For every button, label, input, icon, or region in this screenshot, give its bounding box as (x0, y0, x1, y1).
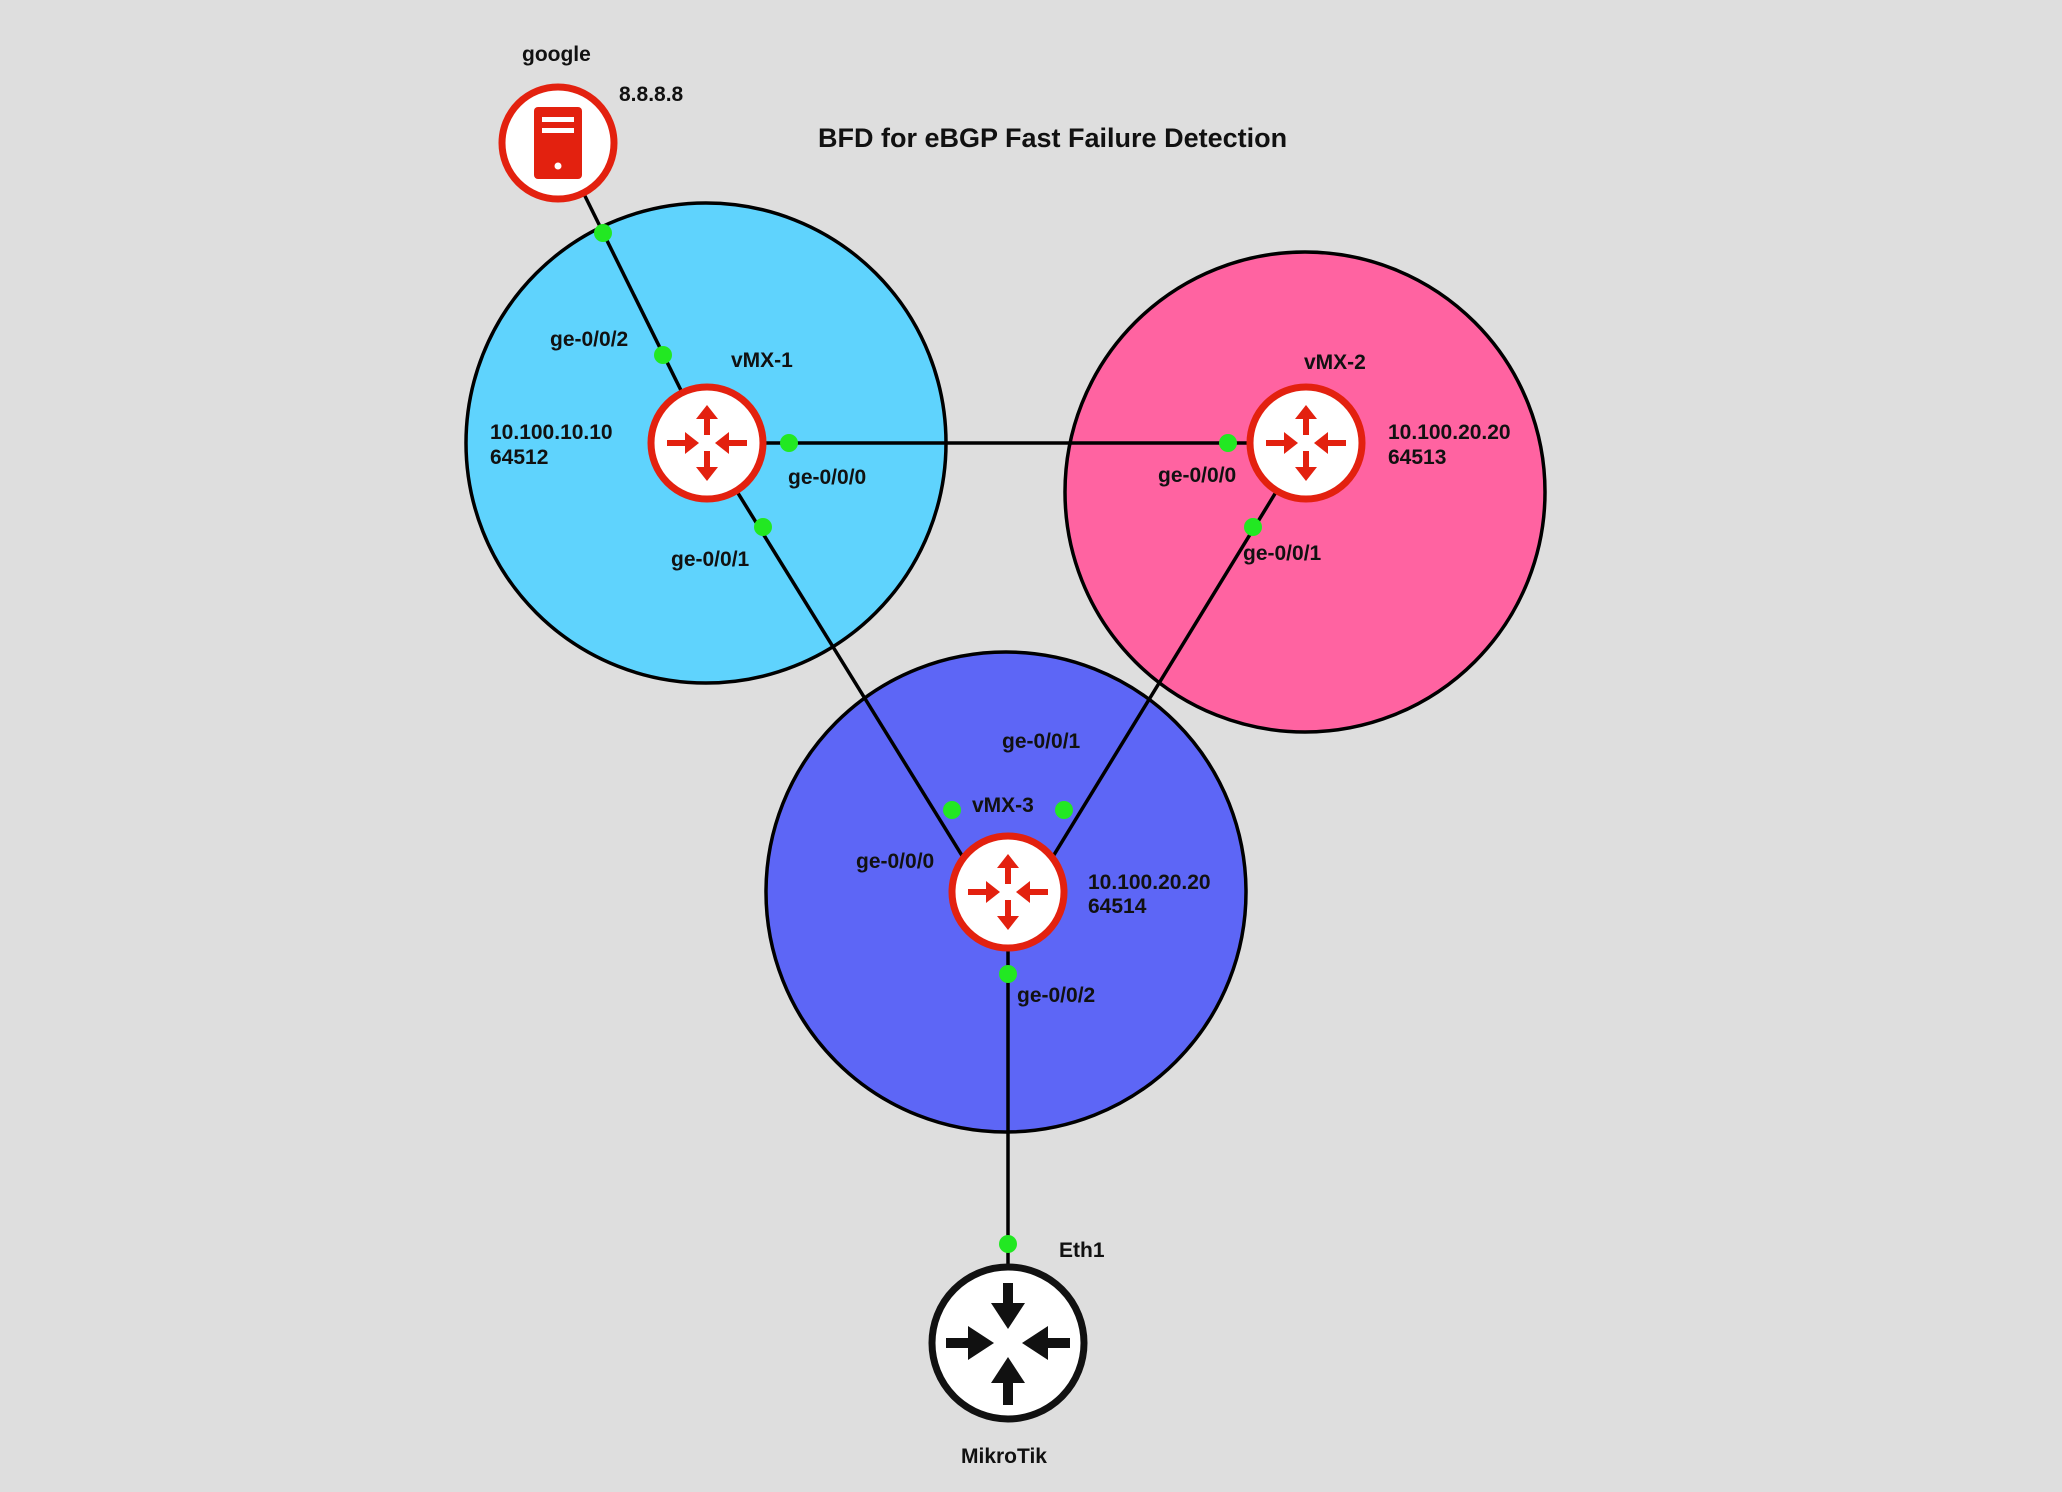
mikrotik-router[interactable] (928, 1263, 1088, 1423)
vmx1-asn-label: 64512 (490, 446, 548, 469)
mikrotik-name-label: MikroTik (961, 1445, 1047, 1468)
vmx2-name-label: vMX-2 (1304, 351, 1366, 374)
server-icon (534, 107, 582, 179)
vmx1-port-ge002: ge-0/0/2 (550, 328, 628, 351)
google-ip-label: 8.8.8.8 (619, 83, 684, 106)
vmx1-ip-label: 10.100.10.10 (490, 421, 613, 444)
vmx3-port-ge002: ge-0/0/2 (1017, 984, 1095, 1007)
port-dot[interactable] (594, 224, 612, 242)
vmx2-asn-label: 64513 (1388, 446, 1446, 469)
vmx1-router[interactable] (647, 383, 767, 503)
vmx3-port-ge001: ge-0/0/1 (1002, 730, 1081, 753)
mikrotik-port-eth1: Eth1 (1059, 1239, 1105, 1262)
vmx3-asn-label: 64514 (1088, 895, 1147, 918)
vmx3-ip-label: 10.100.20.20 (1088, 871, 1211, 894)
vmx3-port-ge000: ge-0/0/0 (856, 850, 934, 873)
port-dot[interactable] (943, 801, 961, 819)
port-dot[interactable] (654, 346, 672, 364)
vmx1-name-label: vMX-1 (731, 349, 793, 372)
port-dot[interactable] (780, 434, 798, 452)
vmx3-router[interactable] (948, 832, 1068, 952)
vmx2-router[interactable] (1246, 383, 1366, 503)
port-dot[interactable] (999, 1235, 1017, 1253)
port-dot[interactable] (1055, 801, 1073, 819)
vmx1-port-ge001: ge-0/0/1 (671, 548, 750, 571)
vmx2-ip-label: 10.100.20.20 (1388, 421, 1511, 444)
port-dot[interactable] (754, 518, 772, 536)
vmx2-port-ge001: ge-0/0/1 (1243, 542, 1322, 565)
google-name-label: google (522, 43, 591, 66)
vmx2-port-ge000: ge-0/0/0 (1158, 464, 1236, 487)
diagram-title: BFD for eBGP Fast Failure Detection (818, 123, 1287, 153)
port-dot[interactable] (999, 965, 1017, 983)
port-dot[interactable] (1244, 518, 1262, 536)
google-node[interactable] (498, 83, 618, 203)
vmx1-port-ge000: ge-0/0/0 (788, 466, 866, 489)
vmx3-name-label: vMX-3 (972, 794, 1034, 817)
port-dot[interactable] (1219, 434, 1237, 452)
